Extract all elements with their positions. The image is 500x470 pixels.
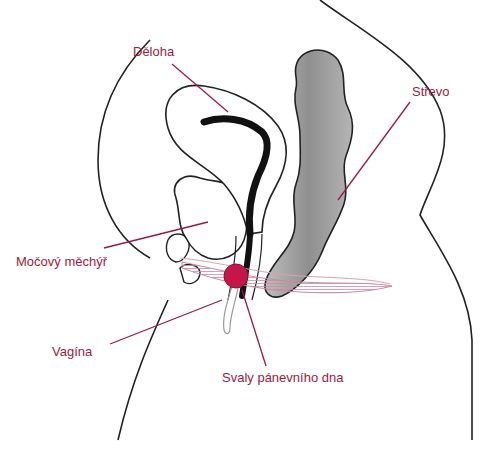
ball-string: [224, 286, 238, 334]
leader-lines: [104, 64, 410, 366]
body-outline: [98, 0, 472, 440]
part-label: Vagína: [52, 344, 92, 360]
part-label: Močový měchýř: [16, 254, 107, 270]
muscle-fibre: [180, 258, 390, 284]
part-label: Svaly pánevního dna: [222, 370, 343, 386]
uterine-cavity: [204, 119, 267, 234]
part-label: Střevo: [412, 84, 450, 100]
uterus: [166, 85, 286, 234]
pelvic-floor-muscles: [182, 262, 392, 293]
part-label: Děloha: [133, 44, 174, 60]
vaginal-ball: [224, 264, 248, 288]
rectum: [265, 50, 353, 297]
